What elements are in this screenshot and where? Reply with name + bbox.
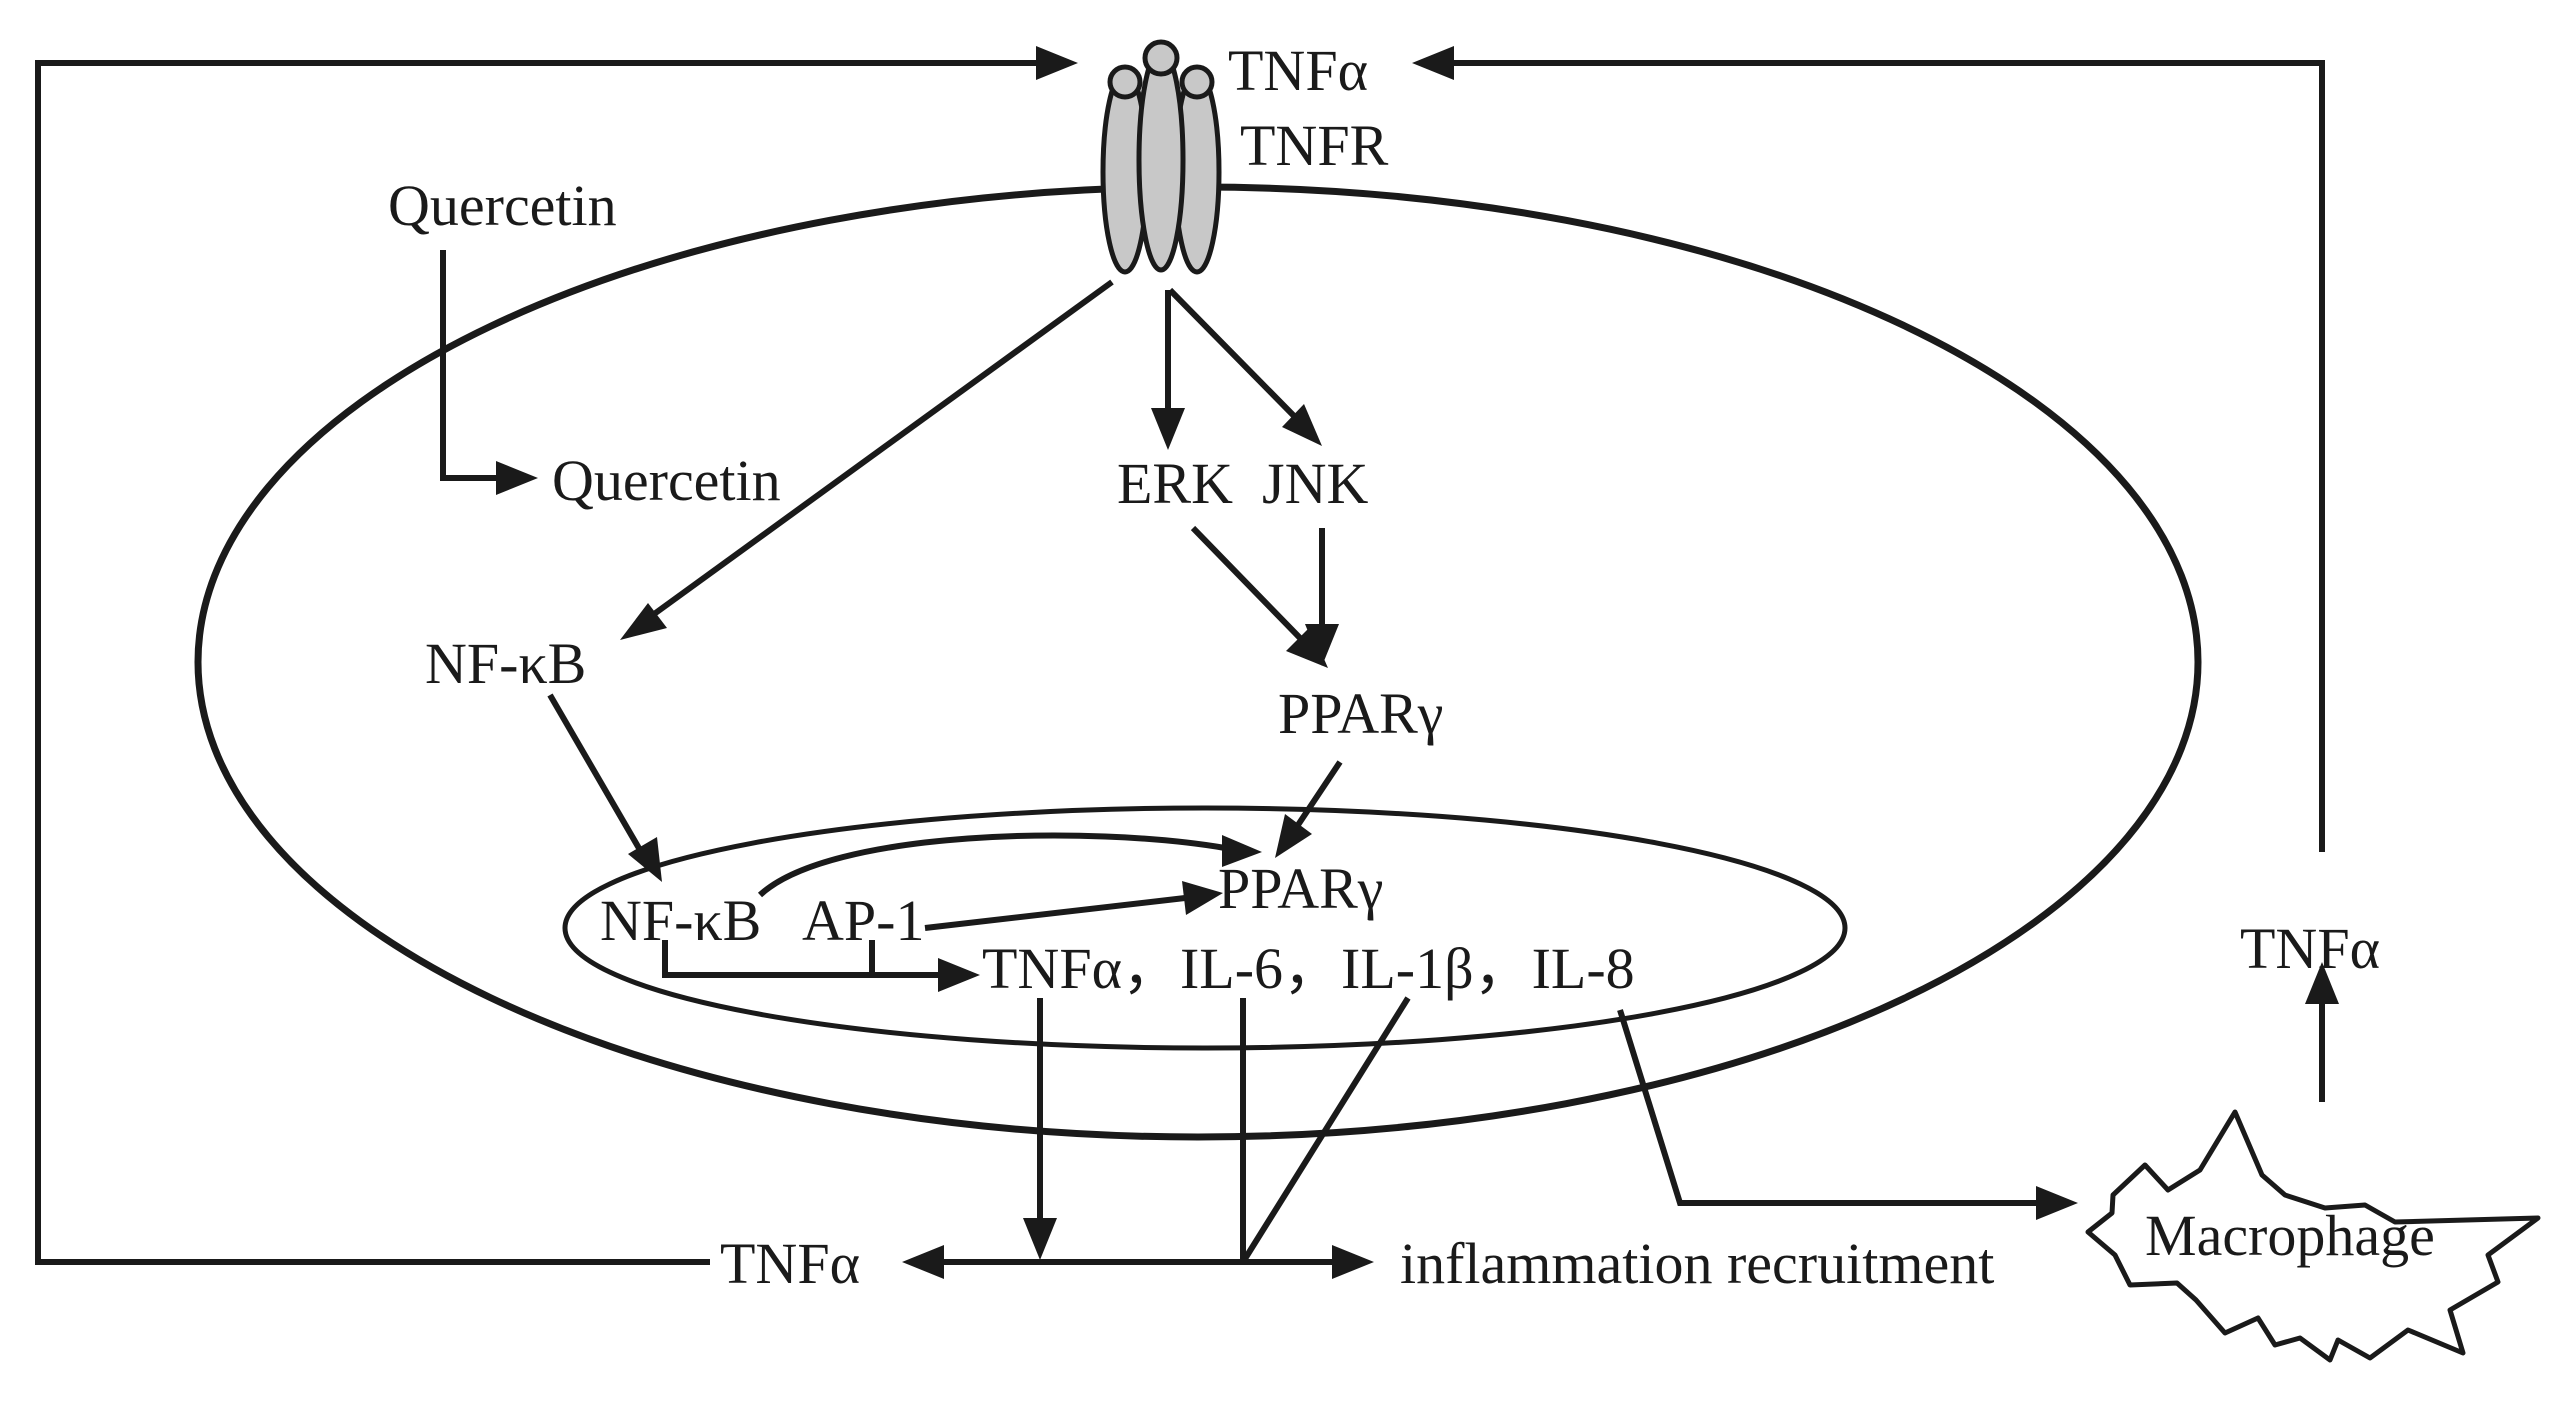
nfkb-to-ppar-curve [757,832,1226,898]
tf-to-cytokines-arrowhead [938,958,980,992]
label-cytokines: TNFα，IL-6，IL-1β，IL-8 [982,936,1635,1001]
ppar-to-nucleus-line [1293,760,1343,830]
receptor-to-jnk-arrowhead [1282,404,1322,446]
label-inflammation-recruitment: inflammation recruitment [1400,1231,1994,1296]
bottom-right-arrowhead [1332,1245,1374,1279]
receptor-to-nfkb-arrowhead [620,603,667,640]
label-ppar-nucleus: PPARγ [1218,856,1383,921]
feedback-right-arrowhead [1412,46,1454,80]
label-nfkb-nucleus: NF-κB [600,888,761,953]
ap1-to-ppar-arrowhead [1182,881,1223,915]
il1b-down-line [1240,996,1411,1264]
ppar-to-nucleus-arrowhead [1275,814,1312,858]
feedback-left-line [35,60,1040,1265]
tf-to-cytokines-line [662,940,940,978]
label-jnk: JNK [1262,451,1368,516]
label-nfkb-cytoplasm: NF-κB [425,631,586,696]
nfkb-to-ppar-curve-arrowhead [1222,835,1262,867]
receptor-to-jnk-line [1167,287,1299,421]
jnk-to-ppar-arrowhead [1305,624,1339,666]
receptor-to-nfkb-line [648,279,1114,620]
label-ap1: AP-1 [802,888,924,953]
il8-to-macrophage-arrowhead [2036,1186,2078,1220]
tnfa-down-arrowhead [1023,1218,1057,1260]
label-tnfa-bottom: TNFα [720,1231,860,1296]
bottom-left-arrowhead [902,1245,944,1279]
quercetin-entry-arrowhead [496,461,538,495]
receptor-to-erk-arrowhead [1151,408,1185,450]
label-erk: ERK [1117,451,1233,516]
erk-to-ppar-arrowhead [1286,627,1328,668]
label-quercetin-outside: Quercetin [388,173,617,238]
ap1-to-ppar-line [924,895,1186,931]
feedback-left-arrowhead [1036,46,1078,80]
label-quercetin-inside: Quercetin [552,448,781,513]
label-tnfr: TNFR [1240,113,1389,178]
il8-to-macrophage-line [1617,1009,2040,1206]
tnfr-receptor-icon [1100,39,1222,275]
label-tnfa-right: TNFα [2240,916,2380,981]
nfkb-to-nucleus-arrowhead [628,837,662,882]
label-ppar-cytoplasm: PPARγ [1278,681,1443,746]
nucleus [562,805,1848,1051]
quercetin-entry-line [440,250,500,481]
macrophage-shape [2085,1109,2541,1363]
macrophage-to-tnfa-arrowhead [2305,962,2339,1004]
erk-to-ppar-line [1190,525,1303,641]
feedback-right-line [1450,60,2325,852]
nfkb-to-nucleus-line [547,693,643,852]
label-macrophage: Macrophage [2145,1203,2435,1268]
label-tnfa-top: TNFα [1228,38,1368,103]
